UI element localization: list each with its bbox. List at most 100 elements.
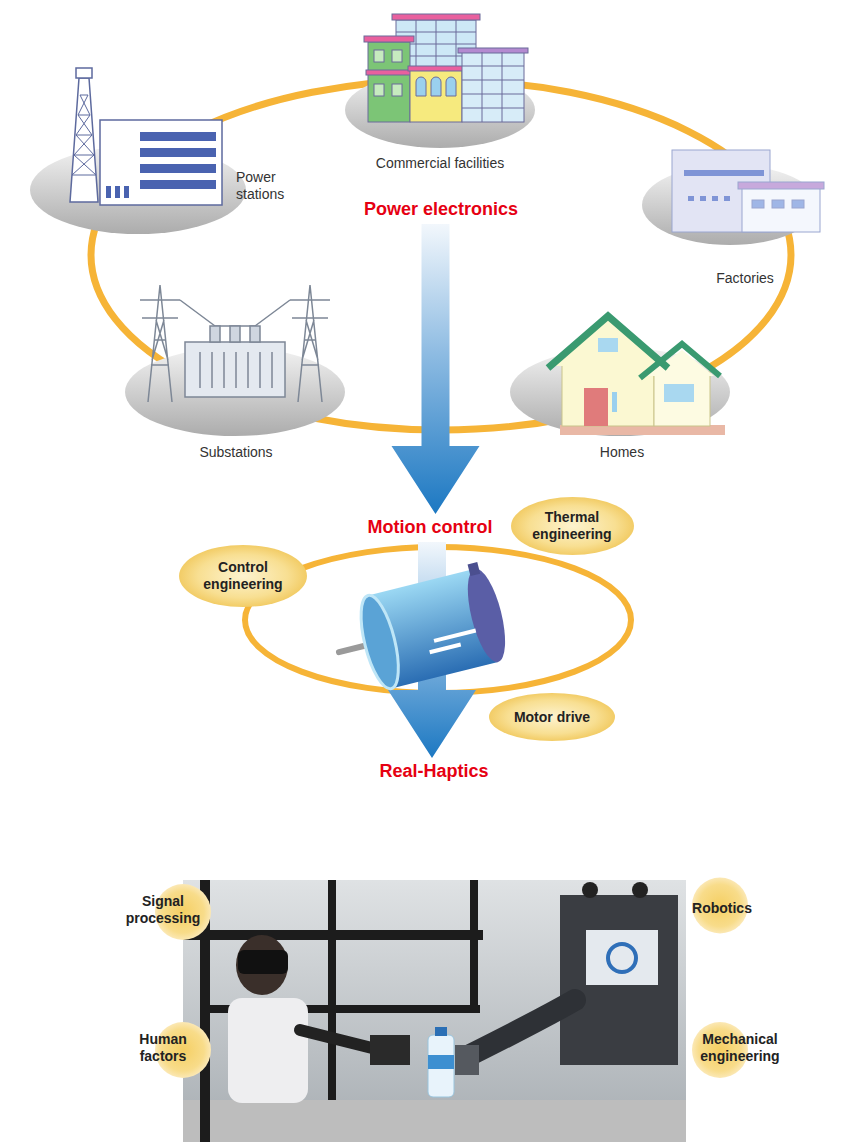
commercial-building-icon xyxy=(364,14,528,122)
discipline-ellipse: Thermal engineering xyxy=(510,496,635,556)
site-label: Power stations xyxy=(236,169,308,203)
haptics-photo xyxy=(560,895,678,1065)
substation-icon xyxy=(230,326,240,342)
factory-icon xyxy=(700,196,706,201)
power-station-icon xyxy=(100,120,222,205)
commercial-building-icon xyxy=(458,48,528,53)
node-text: Substations xyxy=(199,444,273,461)
motor-icon xyxy=(326,559,513,698)
haptics-photo xyxy=(300,1030,380,1050)
factory-icon xyxy=(672,150,824,232)
house-icon xyxy=(562,360,654,426)
motor-icon xyxy=(460,565,512,665)
substation-icon xyxy=(140,285,180,402)
power-station-icon xyxy=(76,68,92,78)
node-text: Factories xyxy=(716,270,774,287)
ellipse-outline xyxy=(179,545,307,607)
node-text: Control engineering xyxy=(198,559,288,593)
commercial-building-icon xyxy=(392,14,480,20)
substation-icon xyxy=(200,352,272,388)
house-icon xyxy=(548,316,668,368)
power-station-icon xyxy=(70,78,98,202)
power-station-icon xyxy=(140,180,216,189)
substation-icon xyxy=(140,285,330,402)
house-icon xyxy=(640,344,720,378)
power-station-icon xyxy=(140,164,216,173)
commercial-building-icon xyxy=(368,42,410,122)
discipline-circle: Human factors xyxy=(127,1031,199,1065)
house-icon xyxy=(548,318,668,366)
commercial-building-icon xyxy=(408,66,464,71)
node-text: Power electronics xyxy=(364,199,519,221)
haptics-photo xyxy=(586,930,658,985)
haptics-photo xyxy=(608,944,636,972)
power-station-icon xyxy=(72,95,96,175)
discipline-ellipse: Control engineering xyxy=(178,544,308,608)
substation-icon xyxy=(250,326,260,342)
commercial-building-icon xyxy=(462,52,524,122)
discipline-circle: Signal processing xyxy=(117,893,209,927)
power-station-icon xyxy=(140,148,216,157)
node-text: Power stations xyxy=(236,169,308,203)
substation-icon xyxy=(180,300,290,326)
commercial-building-icon xyxy=(374,50,384,62)
power-station-icon xyxy=(124,186,129,198)
site-label: Factories xyxy=(716,270,774,287)
haptics-photo xyxy=(183,880,686,1142)
commercial-building-icon xyxy=(366,70,412,75)
motor-icon xyxy=(468,562,481,576)
site-label: Substations xyxy=(199,444,273,461)
house-icon xyxy=(654,372,710,426)
haptics-photo xyxy=(470,1000,575,1055)
haptics-photo xyxy=(428,1035,454,1097)
discipline-circle: Robotics xyxy=(692,900,752,917)
substation-icon xyxy=(185,342,285,397)
motor-icon xyxy=(354,592,406,692)
haptics-photo xyxy=(435,1027,447,1036)
node-text: Human factors xyxy=(127,1031,199,1065)
factory-icon xyxy=(772,200,784,208)
ellipse-outline xyxy=(489,693,615,741)
haptics-photo xyxy=(370,1035,410,1065)
factory-icon xyxy=(738,182,824,189)
house-icon xyxy=(612,392,617,412)
motor-icon xyxy=(430,645,461,653)
haptics-photo xyxy=(236,935,288,995)
factory-icon xyxy=(684,170,764,176)
factory-icon xyxy=(688,196,694,201)
house-icon xyxy=(584,388,608,426)
factory-icon xyxy=(742,188,820,232)
substation-icon xyxy=(210,326,220,342)
motor-icon xyxy=(434,630,476,640)
haptics-photo xyxy=(183,930,483,940)
ellipse-outline xyxy=(511,497,634,555)
haptics-photo xyxy=(228,998,308,1103)
flow-arrow xyxy=(392,224,480,514)
haptics-photo xyxy=(238,950,288,974)
commercial-building-icon xyxy=(392,50,402,62)
house-icon xyxy=(664,384,694,402)
haptics-photo xyxy=(428,1055,454,1069)
substation-icon xyxy=(290,285,330,402)
power-station-icon xyxy=(70,68,222,205)
commercial-building-icon xyxy=(392,84,402,96)
site-label: Commercial facilities xyxy=(376,155,505,172)
commercial-building-icon xyxy=(462,52,524,122)
factory-icon xyxy=(724,196,730,201)
haptics-photo xyxy=(183,1100,686,1142)
factory-icon xyxy=(712,196,718,201)
section-heading: Motion control xyxy=(368,517,493,539)
node-text: Robotics xyxy=(692,900,752,917)
commercial-building-icon xyxy=(374,84,384,96)
power-station-icon xyxy=(115,186,120,198)
power-station-icon xyxy=(140,132,216,141)
node-text: Commercial facilities xyxy=(376,155,505,172)
commercial-building-icon xyxy=(364,36,414,42)
node-text: Mechanical engineering xyxy=(685,1031,795,1065)
factory-icon xyxy=(792,200,804,208)
factory-icon xyxy=(752,200,764,208)
